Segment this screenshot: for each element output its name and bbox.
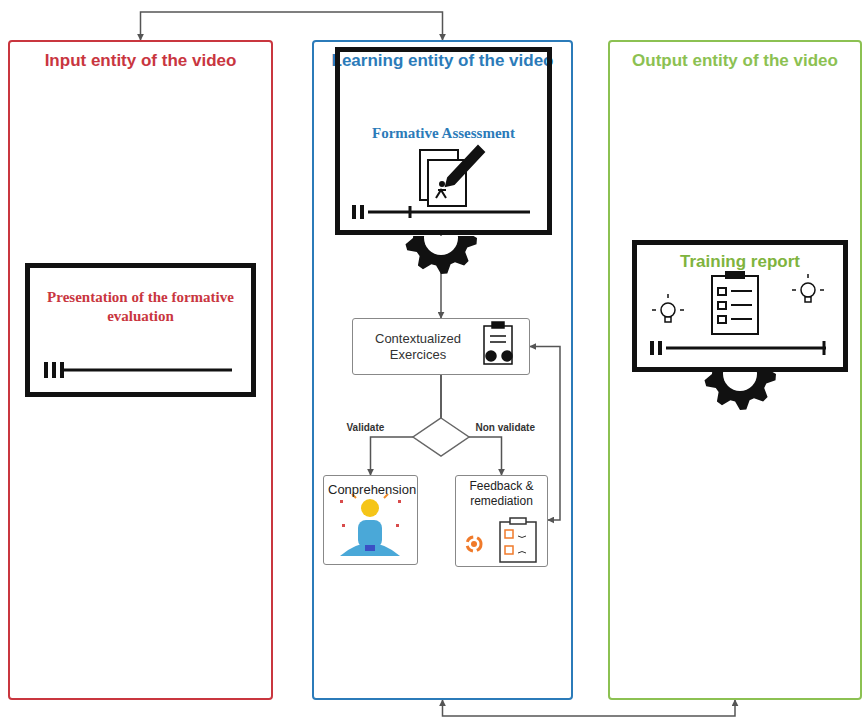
entity-panel: Input entity of the videoPresentation of…	[8, 40, 273, 700]
entity-panel: Output entity of the videoTraining repor…	[608, 40, 862, 700]
process-box: Feedback & remediation	[455, 475, 548, 567]
process-box: Contextualized Exercices	[352, 318, 530, 375]
node-label: Feedback & remediation	[456, 479, 547, 509]
video-screen: Presentation of the formative evaluation	[25, 263, 256, 397]
node-label: Presentation of the formative evaluation	[30, 288, 251, 326]
node-label: Conprehension	[324, 482, 417, 498]
connector	[530, 347, 560, 521]
report-icon	[712, 272, 758, 334]
meditating-figure	[340, 494, 401, 556]
connector	[443, 700, 736, 716]
clipboard-icon	[484, 322, 512, 364]
decision-diamond	[413, 418, 469, 456]
panel-heading: Output entity of the video	[610, 50, 860, 71]
lightbulb-icon	[652, 274, 824, 322]
assessment-icon	[420, 146, 484, 206]
panel-heading: Learning entity of the video	[314, 50, 571, 71]
video-screen: Training report	[632, 240, 848, 372]
node-label: Formative Assessment	[340, 124, 547, 143]
entity-panel: Learning entity of the videoFormative As…	[312, 40, 573, 700]
node-label: Training report	[637, 251, 843, 272]
process-box: Conprehension	[323, 475, 418, 565]
feedback-icon	[467, 518, 536, 562]
panel-heading: Input entity of the video	[10, 50, 271, 71]
node-label: Contextualized Exercices	[353, 331, 483, 364]
edge-label: Non validate	[474, 422, 537, 433]
video-screen: Formative Assessment	[335, 47, 552, 235]
edge-label: Validate	[345, 422, 387, 433]
connector	[141, 12, 443, 40]
